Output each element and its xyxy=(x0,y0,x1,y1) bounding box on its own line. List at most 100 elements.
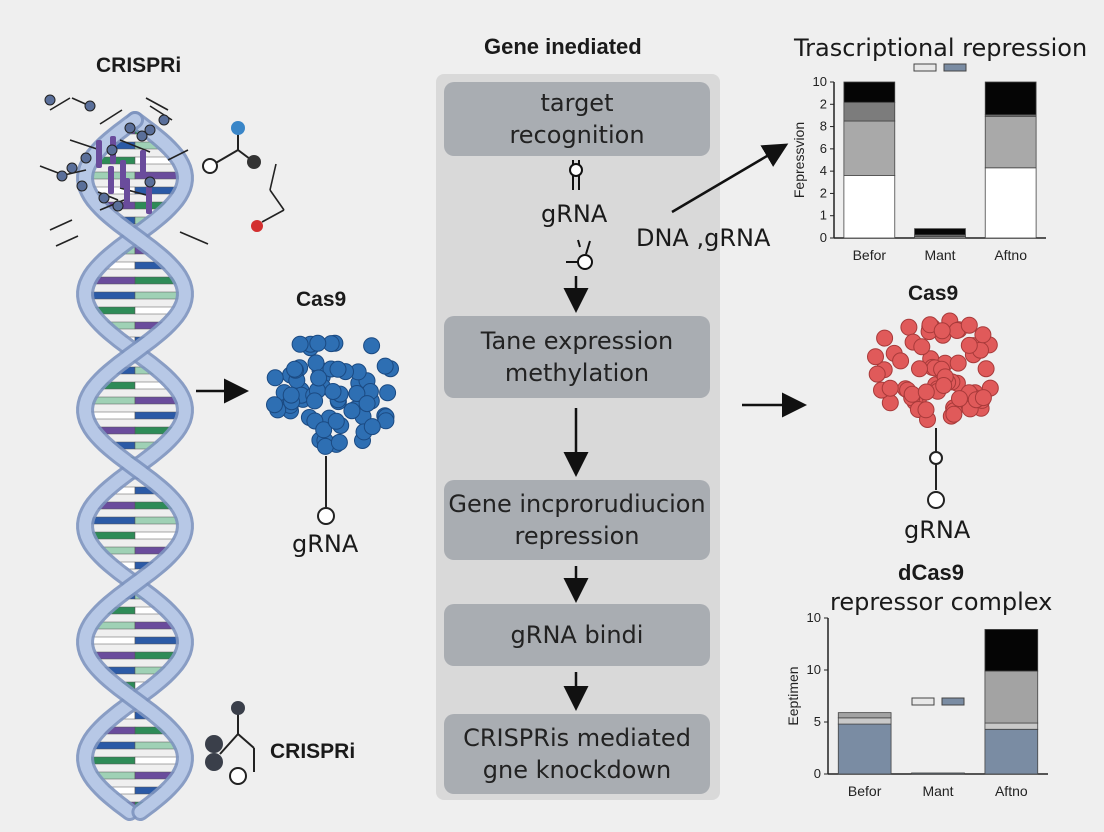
protein-bead xyxy=(911,360,928,378)
dna-grna-label: DNA ,gRNA xyxy=(636,224,771,252)
molecule-segment xyxy=(140,150,146,178)
molecule-segment xyxy=(146,186,152,214)
protein-bead xyxy=(974,326,992,344)
y-tick-label: 1 xyxy=(820,208,827,223)
red-atom xyxy=(251,220,263,232)
step-1-line-1: target xyxy=(540,89,614,117)
flow-step-grna-binding: gRNA bindi xyxy=(444,604,710,666)
dna-helix-illustration xyxy=(39,94,285,821)
molecule-bond xyxy=(55,235,79,247)
protein-bead xyxy=(951,390,968,408)
legend-swatch xyxy=(943,63,967,72)
x-tick-label: Befor xyxy=(848,783,882,799)
grna-small-icon xyxy=(566,239,593,270)
step-3-line-1: Gene incprorudiucion xyxy=(448,490,706,518)
step-1-line-2: recognition xyxy=(509,121,645,149)
crispri-title-bottom: CRISPRi xyxy=(270,740,356,763)
protein-bead xyxy=(330,433,348,451)
x-tick-label: Befor xyxy=(853,247,887,263)
y-tick-label: 10 xyxy=(807,662,821,677)
x-tick-label: Aftno xyxy=(994,247,1027,263)
arrow-to-chart xyxy=(671,143,789,214)
protein-bead xyxy=(867,348,884,366)
y-tick-label: 0 xyxy=(820,230,827,245)
atom xyxy=(56,170,68,182)
atom xyxy=(44,94,56,106)
molecule-bond xyxy=(179,231,209,245)
x-tick-label: Mant xyxy=(922,783,953,799)
protein-bead xyxy=(960,336,978,354)
protein-bead xyxy=(348,385,366,402)
blue-atom xyxy=(231,121,245,135)
molecule-bond xyxy=(269,163,277,191)
bar-segment xyxy=(843,120,896,176)
white-atom xyxy=(202,158,218,174)
cas9-label-left: Cas9 xyxy=(296,288,347,311)
grna-hairpin-icon xyxy=(569,160,583,190)
molecule-bond xyxy=(49,219,73,231)
protein-bead xyxy=(358,395,376,413)
atom xyxy=(80,152,92,164)
protein-bead xyxy=(309,334,327,352)
molecule-segment xyxy=(108,166,114,194)
bar-segment xyxy=(837,712,892,719)
atom xyxy=(124,122,136,134)
bar-segment xyxy=(984,670,1039,724)
protein-bead xyxy=(977,360,995,378)
dcas9-title: dCas9 xyxy=(898,560,965,585)
bar-segment xyxy=(984,728,1039,775)
bar-segment xyxy=(837,723,892,775)
protein-bead xyxy=(282,386,300,404)
grna-node-icon xyxy=(929,451,943,465)
protein-bead xyxy=(327,412,345,430)
molecule-bond xyxy=(261,209,285,223)
atom xyxy=(66,162,78,174)
protein-bead xyxy=(324,383,342,400)
protein-bead xyxy=(363,337,381,355)
molecule-bond xyxy=(69,139,101,151)
grna-label-right: gRNA xyxy=(904,516,971,544)
protein-bead xyxy=(376,357,394,375)
step-5-line-2: gne knockdown xyxy=(482,756,672,784)
chart-1-title: Trascriptional repression xyxy=(794,34,1088,62)
protein-bead xyxy=(881,379,899,397)
y-tick-label: 8 xyxy=(820,119,827,134)
molecule-segment xyxy=(124,178,130,206)
bar-segment xyxy=(843,81,896,103)
grna-node-icon xyxy=(317,507,335,525)
protein-bead xyxy=(306,392,324,410)
bar-segment xyxy=(984,115,1037,169)
grna-label-left: gRNA xyxy=(292,530,359,558)
protein-bead xyxy=(291,335,309,353)
protein-bead xyxy=(876,329,894,347)
cas9-protein-red xyxy=(867,312,999,428)
cas9-label-right: Cas9 xyxy=(908,282,959,305)
bar-segment xyxy=(843,175,896,239)
y-tick-label: 4 xyxy=(820,163,827,178)
white-atom xyxy=(229,767,247,785)
dark-atom xyxy=(231,701,245,715)
y-tick-label: 10 xyxy=(813,74,827,89)
protein-bead xyxy=(310,369,328,387)
molecule-bond xyxy=(119,139,151,153)
step-3-line-2: repression xyxy=(514,522,640,550)
molecule-bond xyxy=(219,733,239,755)
y-tick-label: 2 xyxy=(820,185,827,200)
atom xyxy=(136,130,148,142)
atom xyxy=(76,180,88,192)
molecule-bond xyxy=(145,97,169,111)
grna-label-flow: gRNA xyxy=(541,200,608,228)
repressor-molecule-cluster xyxy=(39,94,285,247)
molecule-bond xyxy=(237,733,255,749)
dna-backbone-strand-2-highlight xyxy=(79,114,191,818)
legend-swatch xyxy=(911,697,935,706)
dark-atom xyxy=(205,753,223,771)
molecule-bond xyxy=(213,149,239,165)
protein-bead xyxy=(315,421,333,439)
legend-swatch xyxy=(913,63,937,72)
